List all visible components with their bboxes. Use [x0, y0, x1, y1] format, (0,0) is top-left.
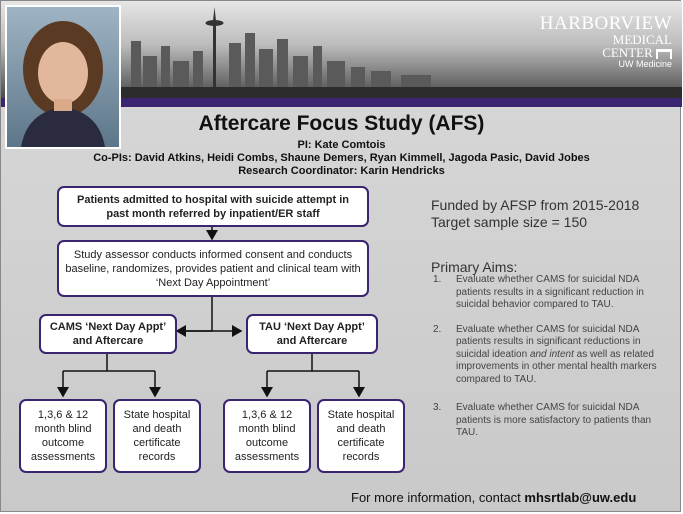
sample-size-text: Target sample size = 150 — [431, 214, 588, 230]
purple-divider — [1, 98, 682, 107]
aim-number: 2. — [433, 323, 442, 335]
skyline-graphic — [121, 7, 682, 98]
co-pis-line: Co-PIs: David Atkins, Heidi Combs, Shaun… — [93, 152, 590, 164]
tau-blind-assessments-box: 1,3,6 & 12 month blind outcome assessmen… — [223, 399, 311, 473]
tau-arm-box: TAU ‘Next Day Appt’ and Aftercare — [246, 314, 378, 354]
aim-text: Evaluate whether CAMS for suicidal NDA p… — [456, 274, 644, 310]
logo-line-center: CENTER — [540, 45, 672, 60]
building-icon — [656, 49, 672, 60]
pi-portrait-photo — [5, 5, 121, 149]
aim-item: 2. Evaluate whether CAMS for suicidal NDA… — [429, 324, 674, 387]
aim-text-part: Evaluate whether CAMS for suicidal NDA p… — [456, 323, 641, 360]
contact-email: mhsrtlab@uw.edu — [524, 490, 637, 505]
aim-item: 1. Evaluate whether CAMS for suicidal NDA… — [429, 274, 674, 312]
logo-line-harborview: HARBORVIEW — [539, 13, 672, 34]
primary-aims-heading: Primary Aims: — [431, 259, 518, 275]
cams-blind-assessments-box: 1,3,6 & 12 month blind outcome assessmen… — [19, 399, 107, 473]
admitted-patients-box: Patients admitted to hospital with suici… — [57, 186, 369, 227]
contact-line: For more information, contact mhsrtlab@u… — [351, 490, 636, 505]
pi-line: PI: Kate Comtois — [297, 139, 386, 151]
aim-item: 3. Evaluate whether CAMS for suicidal NDA… — [429, 402, 674, 440]
aim-text: Evaluate whether CAMS for suicidal NDA p… — [456, 402, 652, 438]
portrait-graphic — [21, 21, 105, 147]
funding-block: Funded by AFSP from 2015-2018 Target sam… — [431, 197, 639, 231]
page-title: Aftercare Focus Study (AFS) — [198, 112, 485, 135]
primary-aims-list: 1. Evaluate whether CAMS for suicidal NDA… — [429, 274, 674, 452]
contact-prefix: For more information, contact — [351, 490, 525, 505]
study-assessor-box: Study assessor conducts informed consent… — [57, 240, 369, 297]
aim-text-emphasis: and intent — [529, 348, 574, 360]
aim-text-part: as well as related improvements in other… — [456, 348, 657, 385]
funded-text: Funded by AFSP from 2015-2018 — [431, 197, 640, 213]
tau-state-records-box: State hospital and death certificate rec… — [317, 399, 405, 473]
coordinator-line: Research Coordinator: Karin Hendricks — [238, 165, 445, 177]
logo-line-medical: MEDICAL — [612, 32, 672, 47]
cams-state-records-box: State hospital and death certificate rec… — [113, 399, 201, 473]
logo-center-text: CENTER — [602, 45, 653, 60]
harborview-logo: HARBORVIEW MEDICAL CENTER UW Medicine — [539, 13, 672, 70]
cams-arm-box: CAMS ‘Next Day Appt’ and Aftercare — [39, 314, 177, 354]
aim-number: 1. — [433, 274, 442, 285]
logo-line-uw-medicine: UW Medicine — [618, 59, 672, 70]
aim-number: 3. — [433, 402, 442, 413]
